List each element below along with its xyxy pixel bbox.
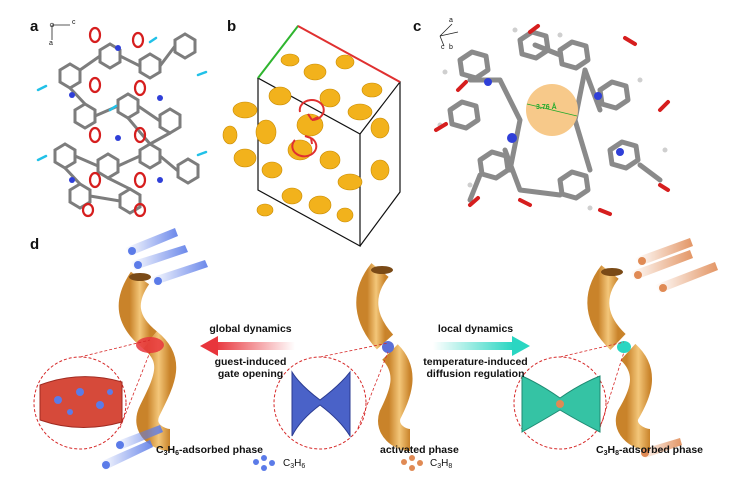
panel-a-label: a (30, 18, 39, 35)
panel-d-label: d (30, 236, 40, 253)
c3h6-phase-label: C3H6-adsorbed phase (156, 444, 263, 457)
legend-c3h8-h: H (441, 458, 449, 469)
legend-c3h6-c: C (283, 458, 291, 469)
local-dynamics-title: local dynamics (437, 323, 514, 335)
c3h8-phase-label: C3H8-adsorbed phase (596, 444, 703, 457)
c3h6-phase-sub2: 6 (175, 450, 179, 457)
legend-c3h6-sub1: 3 (290, 463, 295, 470)
c3h8-phase-h: H (607, 444, 616, 456)
c3h6-phase-suffix: -adsorbed phase (179, 444, 264, 456)
c3h8-phase-suffix: -adsorbed phase (619, 444, 704, 456)
legend-c3h6-h: H (294, 458, 302, 469)
legend-c3h8: C3H8 (430, 458, 452, 470)
local-caption-line1: temperature-induced (423, 356, 528, 368)
legend-c3h6: C3H6 (283, 458, 305, 470)
axis-c-label-a: c (72, 19, 76, 26)
local-dynamics-caption: temperature-induced diffusion regulation (418, 356, 533, 380)
axis-a-label-a: a (49, 40, 53, 47)
c3h8-phase-c: C (596, 444, 604, 456)
global-dynamics-caption: guest-induced gate opening (198, 356, 303, 380)
panel-c-label: c (413, 18, 422, 35)
pore-size-label: 3.76 Å (536, 104, 557, 111)
c3h8-phase-sub1: 3 (603, 450, 608, 457)
axis-c-label-c: c (441, 44, 445, 51)
legend-c3h8-sub1: 3 (437, 463, 442, 470)
c3h8-phase-sub2: 8 (615, 450, 619, 457)
global-dynamics-title: global dynamics (209, 323, 292, 335)
axis-b-label-c: b (449, 44, 453, 51)
activated-phase-label: activated phase (380, 444, 459, 456)
global-caption-line1: guest-induced (214, 356, 287, 368)
global-caption-line2: gate opening (217, 368, 284, 380)
c3h6-phase-h: H (167, 444, 176, 456)
local-caption-line2: diffusion regulation (426, 368, 525, 380)
panel-b-label: b (227, 18, 237, 35)
axis-a-label-c: a (449, 17, 453, 24)
legend-c3h8-c: C (430, 458, 438, 469)
legend-c3h6-sub2: 6 (301, 463, 306, 470)
c3h6-phase-c: C (156, 444, 164, 456)
legend-c3h8-sub2: 8 (448, 463, 453, 470)
c3h6-phase-sub1: 3 (163, 450, 168, 457)
